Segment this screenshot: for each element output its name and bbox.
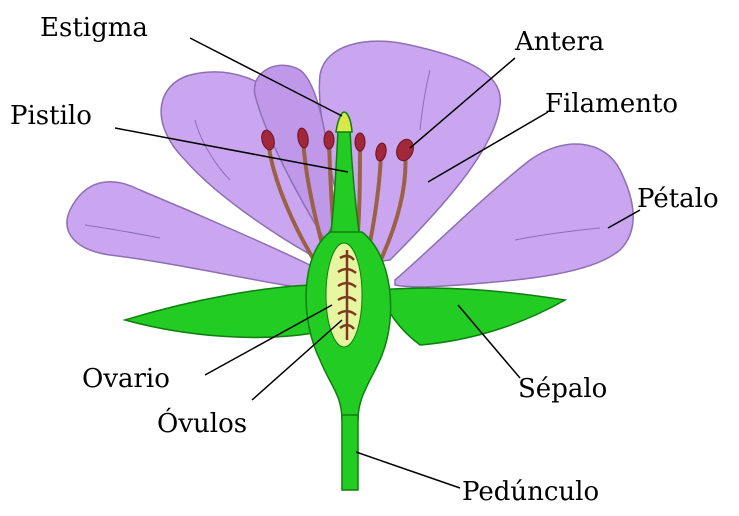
sepal-left (125, 285, 330, 337)
label-ovulos: Óvulos (157, 407, 247, 439)
sepal-right (380, 288, 565, 345)
label-petalo: Pétalo (637, 184, 719, 214)
leader-pedunculo (356, 452, 460, 488)
ovary-cavity (326, 243, 362, 347)
label-estigma: Estigma (40, 13, 148, 43)
label-ovario: Ovario (82, 364, 170, 394)
anther-3 (324, 131, 334, 149)
anther-4 (355, 133, 365, 151)
label-filamento: Filamento (545, 89, 678, 119)
label-pistilo: Pistilo (10, 101, 92, 131)
label-pedunculo: Pedúnculo (462, 477, 599, 507)
label-sepalo: Sépalo (518, 374, 607, 404)
peduncle-stem (342, 415, 358, 490)
label-antera: Antera (514, 27, 604, 57)
